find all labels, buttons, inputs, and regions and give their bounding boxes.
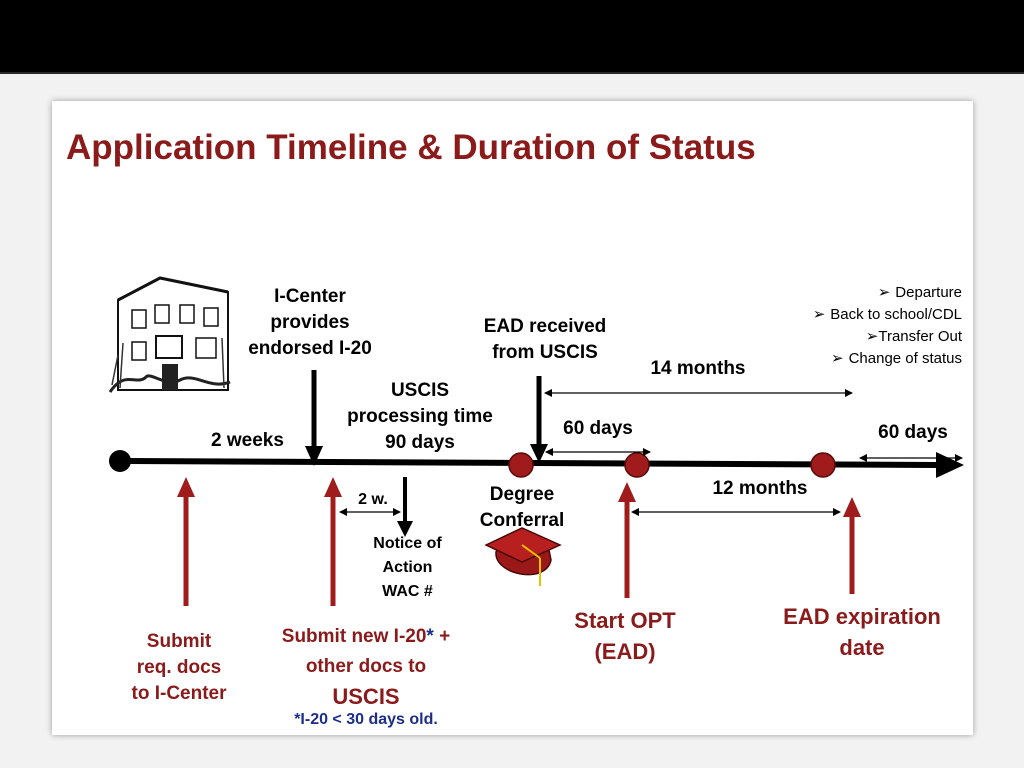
- ead-expiration-marker: [810, 452, 836, 478]
- notice-of-action-arrow: [397, 477, 413, 537]
- degree-conferral-marker: [508, 452, 534, 478]
- submit-req-line3: to I-Center: [131, 683, 227, 704]
- start-opt-label: Start OPT (EAD): [550, 605, 700, 667]
- timeline-start-dot: [109, 450, 131, 472]
- option-departure: ➢Departure: [740, 282, 962, 304]
- icenter-line1: I-Center: [274, 286, 346, 307]
- ead-received-line1: EAD received: [483, 316, 607, 337]
- start-opt-line1: Start OPT: [574, 608, 676, 633]
- degree-line1: Degree: [489, 484, 555, 505]
- graduation-cap-icon: [484, 527, 562, 586]
- submit-new-line2: other docs to: [305, 656, 427, 677]
- ead-received-label: EAD received from USCIS: [465, 314, 625, 366]
- uscis-line3: 90 days: [385, 432, 455, 453]
- footnote: *I-20 < 30 days old.: [294, 711, 438, 728]
- submit-new-i20-label: Submit new I-20* + other docs to USCIS: [258, 622, 474, 712]
- uscis-line2: processing time: [347, 406, 493, 427]
- endorsed-i20-arrow: [305, 370, 323, 466]
- sixty-days-label-a: 60 days: [563, 418, 633, 439]
- submit-req-docs-arrow: [177, 477, 195, 606]
- degree-conferral-label: Degree Conferral: [457, 482, 587, 534]
- submit-req-line2: req. docs: [136, 657, 222, 678]
- option-text: Departure: [895, 284, 962, 301]
- icenter-line3: endorsed I-20: [248, 338, 372, 359]
- ead-exp-line1: EAD expiration: [783, 604, 941, 629]
- slide-title: Application Timeline & Duration of Statu…: [66, 128, 756, 167]
- building-sketch-image: [108, 276, 233, 394]
- uscis-processing-label: USCIS processing time 90 days: [330, 378, 510, 456]
- degree-line2: Conferral: [479, 510, 565, 531]
- start-opt-marker: [624, 452, 650, 478]
- submit-new-text: Submit new I-20: [281, 626, 427, 647]
- sixty-days-label-b: 60 days: [878, 422, 948, 443]
- notice-line2: Action: [382, 559, 433, 576]
- submit-new-i20-arrow: [324, 477, 342, 606]
- uscis-line1: USCIS: [390, 380, 450, 401]
- submit-new-plus: +: [433, 626, 451, 647]
- post-opt-options-list: ➢Departure ➢Back to school/CDL ➢Transfer…: [740, 282, 962, 370]
- ead-expiration-label: EAD expiration date: [760, 601, 964, 663]
- notice-line1: Notice of: [373, 535, 442, 552]
- option-text: Back to school/CDL: [830, 306, 962, 323]
- fourteen-months-label: 14 months: [650, 358, 746, 379]
- icenter-endorses-label: I-Center provides endorsed I-20: [230, 284, 390, 362]
- start-opt-arrow: [618, 482, 636, 598]
- option-text: Change of status: [848, 350, 962, 367]
- arrow-bullet-icon: ➢: [877, 284, 891, 301]
- top-banner: [0, 0, 1024, 74]
- two-w-label: 2 w.: [358, 491, 388, 508]
- option-change-of-status: ➢Change of status: [740, 348, 962, 370]
- arrow-bullet-icon: ➢: [865, 328, 879, 345]
- arrow-bullet-icon: ➢: [831, 350, 844, 367]
- notice-line3: WAC #: [382, 583, 433, 600]
- option-back-to-school: ➢Back to school/CDL: [740, 304, 962, 326]
- slide-canvas: [52, 101, 973, 735]
- notice-of-action-label: Notice of Action WAC #: [350, 532, 465, 604]
- submit-new-line3: USCIS: [332, 684, 400, 709]
- submit-new-line1: Submit new I-20* +: [258, 622, 474, 652]
- timeline-arrowhead: [936, 452, 964, 478]
- footnote-marker: *: [426, 626, 434, 647]
- option-text: Transfer Out: [878, 328, 962, 345]
- two-weeks-label: 2 weeks: [211, 430, 284, 451]
- ead-expiration-arrow: [843, 497, 861, 594]
- ead-exp-line2: date: [839, 635, 885, 660]
- ead-received-line2: from USCIS: [492, 342, 598, 363]
- icenter-line2: provides: [270, 312, 350, 333]
- ead-received-arrow: [530, 376, 548, 463]
- option-transfer-out: ➢Transfer Out: [740, 326, 962, 348]
- submit-req-docs-label: Submit req. docs to I-Center: [114, 629, 244, 707]
- twelve-months-label: 12 months: [712, 478, 808, 499]
- submit-req-line1: Submit: [146, 631, 212, 652]
- arrow-bullet-icon: ➢: [812, 306, 826, 323]
- start-opt-line2: (EAD): [594, 639, 656, 664]
